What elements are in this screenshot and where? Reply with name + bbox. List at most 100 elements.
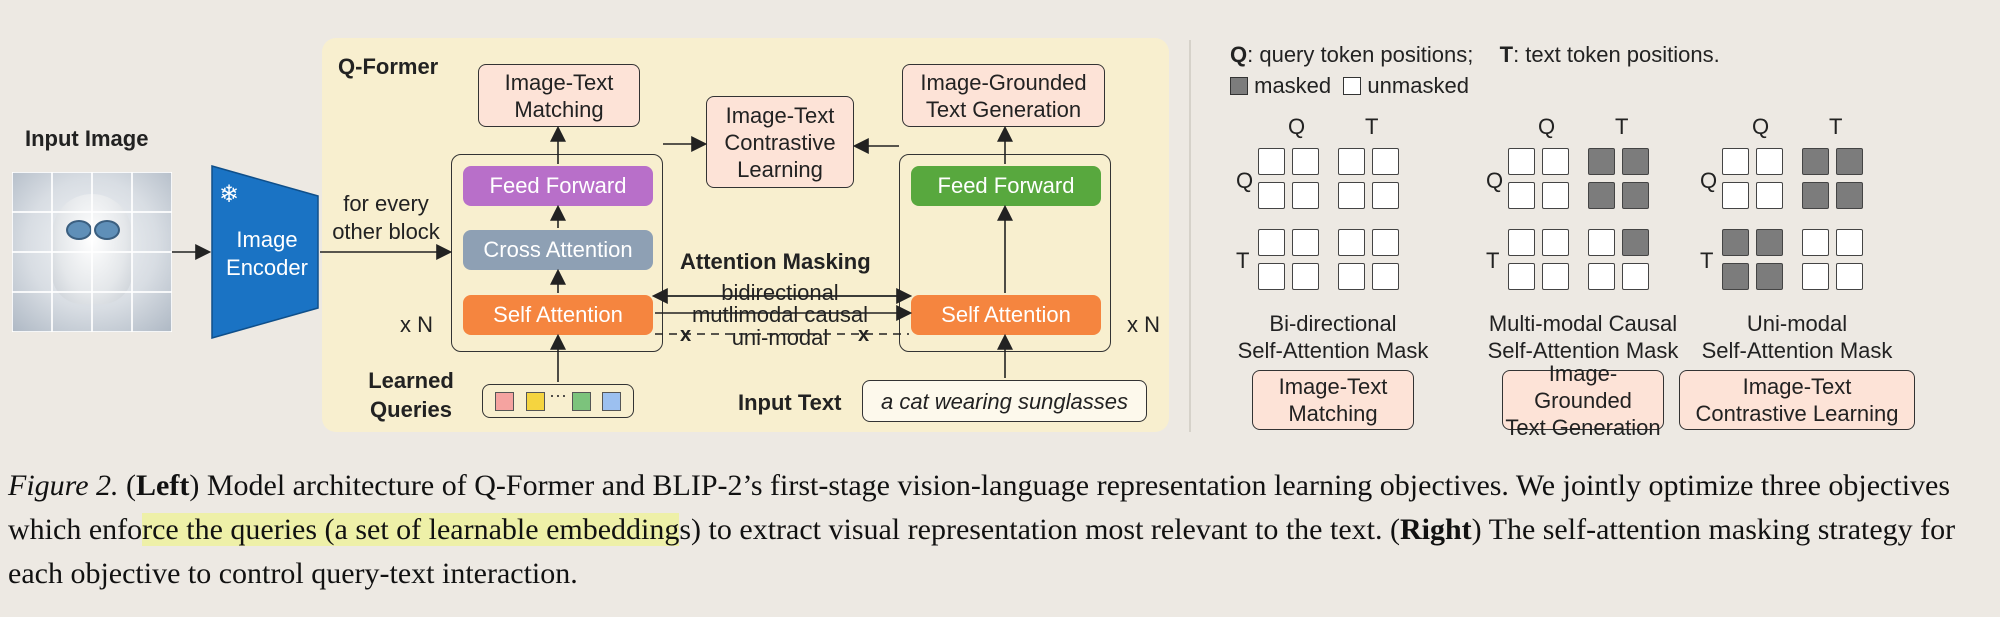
mask-col-t-label: T — [1615, 114, 1629, 139]
mask-cell-unmasked — [1372, 182, 1399, 209]
bidirectional-label: bidirectional — [721, 280, 839, 305]
input-text-box: a cat wearing sunglasses — [862, 380, 1147, 422]
learned-queries-label: Learned Queries — [368, 368, 454, 422]
mask-cell-masked — [1756, 263, 1783, 290]
query-token — [572, 392, 591, 411]
mask-row-t-label: T — [1700, 248, 1714, 273]
mask-cell-unmasked — [1292, 182, 1319, 209]
mask-cell-masked — [1802, 148, 1829, 175]
every-other-block-label: for every other block — [332, 191, 440, 244]
mask-cell-unmasked — [1258, 263, 1285, 290]
mask-cell-unmasked — [1508, 148, 1535, 175]
mask-col-t-label: T — [1829, 114, 1843, 139]
mask-cell-masked — [1836, 148, 1863, 175]
caption-part-3: ) The self-attention masking strategy fo… — [8, 513, 1956, 590]
legend-t-key: T — [1499, 42, 1514, 67]
qformer-title: Q-Former — [338, 54, 439, 79]
attention-masking-label: Attention Masking — [680, 249, 871, 274]
mask-col-q-label: Q — [1752, 114, 1770, 139]
legend-t-desc: : text token positions. — [1513, 42, 1720, 67]
mask-objective-box: Image-Grounded Text Generation — [1502, 361, 1664, 440]
mask-cell-unmasked — [1542, 148, 1569, 175]
caption-left: Left — [136, 469, 190, 502]
caption-highlight: rce the queries (a set of learnable embe… — [142, 513, 680, 546]
caption-right: Right — [1399, 513, 1472, 546]
query-token — [526, 392, 545, 411]
masked-swatch — [1230, 77, 1248, 95]
mask-cell-unmasked — [1836, 229, 1863, 256]
caption-part-2: s) to extract visual representation most… — [679, 513, 1400, 546]
learned-queries-box: ··· — [482, 384, 634, 418]
query-token — [495, 392, 514, 411]
cross-attention: Cross Attention — [463, 230, 653, 270]
patch-grid — [12, 172, 172, 332]
mask-cell-unmasked — [1508, 229, 1535, 256]
unmasked-swatch — [1343, 77, 1362, 95]
image-text-contrastive-box: Image-Text Contrastive Learning — [706, 96, 854, 188]
xn-right: x N — [1127, 312, 1160, 337]
mask-cell-unmasked — [1542, 229, 1569, 256]
mask-title: Uni-modal Self-Attention Mask — [1701, 311, 1893, 363]
mask-cell-masked — [1722, 263, 1749, 290]
legend-q-desc: : query token positions; — [1247, 42, 1474, 67]
mask-row-q-label: Q — [1486, 168, 1504, 193]
mask-cell-unmasked — [1372, 263, 1399, 290]
legend-masked: masked — [1254, 73, 1332, 98]
mask-cell-unmasked — [1622, 263, 1649, 290]
mask-cell-unmasked — [1722, 182, 1749, 209]
mask-cell-unmasked — [1508, 182, 1535, 209]
mask-cell-unmasked — [1258, 229, 1285, 256]
mask-row-q-label: Q — [1700, 168, 1718, 193]
input-image-label: Input Image — [25, 126, 149, 151]
mask-cell-masked — [1722, 229, 1749, 256]
mask-cell-masked — [1588, 148, 1615, 175]
mask-row-q-label: Q — [1236, 168, 1254, 193]
feed-forward-right: Feed Forward — [911, 166, 1101, 206]
mask-cell-unmasked — [1338, 229, 1365, 256]
mask-title: Multi-modal Causal Self-Attention Mask — [1487, 311, 1679, 363]
caption-part-1: ) Model architecture of Q-Former and BLI… — [8, 469, 1951, 546]
caption-figure-label: Figure 2. — [8, 469, 119, 502]
mask-cell-unmasked — [1372, 229, 1399, 256]
legend-line-2: masked unmasked — [1230, 73, 1469, 99]
mask-cell-masked — [1802, 182, 1829, 209]
legend-line-1: Q: query token positions; T: text token … — [1230, 42, 1720, 68]
mask-objective-box: Image-Text Contrastive Learning — [1679, 370, 1915, 430]
mask-cell-masked — [1756, 229, 1783, 256]
mask-row-t-label: T — [1486, 248, 1500, 273]
cat-image — [12, 172, 172, 332]
mask-cell-unmasked — [1542, 263, 1569, 290]
self-attention-left: Self Attention — [463, 295, 653, 335]
mask-col-q-label: Q — [1538, 114, 1556, 139]
mask-cell-unmasked — [1372, 148, 1399, 175]
image-grounded-generation-box: Image-Grounded Text Generation — [902, 64, 1105, 127]
mask-col-q-label: Q — [1288, 114, 1306, 139]
mask-cell-unmasked — [1292, 148, 1319, 175]
mask-cell-masked — [1836, 182, 1863, 209]
mask-cell-unmasked — [1588, 229, 1615, 256]
mask-cell-masked — [1622, 182, 1649, 209]
legend-q-key: Q — [1230, 42, 1248, 67]
mask-row-t-label: T — [1236, 248, 1250, 273]
caption-paren: ( — [118, 469, 137, 502]
image-encoder-shape — [211, 165, 319, 339]
mask-cell-unmasked — [1292, 229, 1319, 256]
mask-cell-unmasked — [1756, 182, 1783, 209]
legend-unmasked: unmasked — [1367, 73, 1469, 98]
mask-cell-masked — [1622, 229, 1649, 256]
mask-title: Bi-directional Self-Attention Mask — [1237, 311, 1429, 363]
multimodal-causal-label: mutlimodal causal — [691, 302, 869, 327]
mask-cell-masked — [1588, 182, 1615, 209]
mask-cell-unmasked — [1258, 182, 1285, 209]
mask-cell-unmasked — [1836, 263, 1863, 290]
query-token — [602, 392, 621, 411]
mask-cell-unmasked — [1802, 229, 1829, 256]
mask-cell-unmasked — [1292, 263, 1319, 290]
mask-cell-unmasked — [1338, 263, 1365, 290]
mask-cell-unmasked — [1338, 148, 1365, 175]
image-encoder-label: Image Encoder — [226, 227, 308, 280]
mask-cell-unmasked — [1756, 148, 1783, 175]
self-attention-right: Self Attention — [911, 295, 1101, 335]
mask-cell-unmasked — [1338, 182, 1365, 209]
input-text-label: Input Text — [738, 390, 842, 415]
